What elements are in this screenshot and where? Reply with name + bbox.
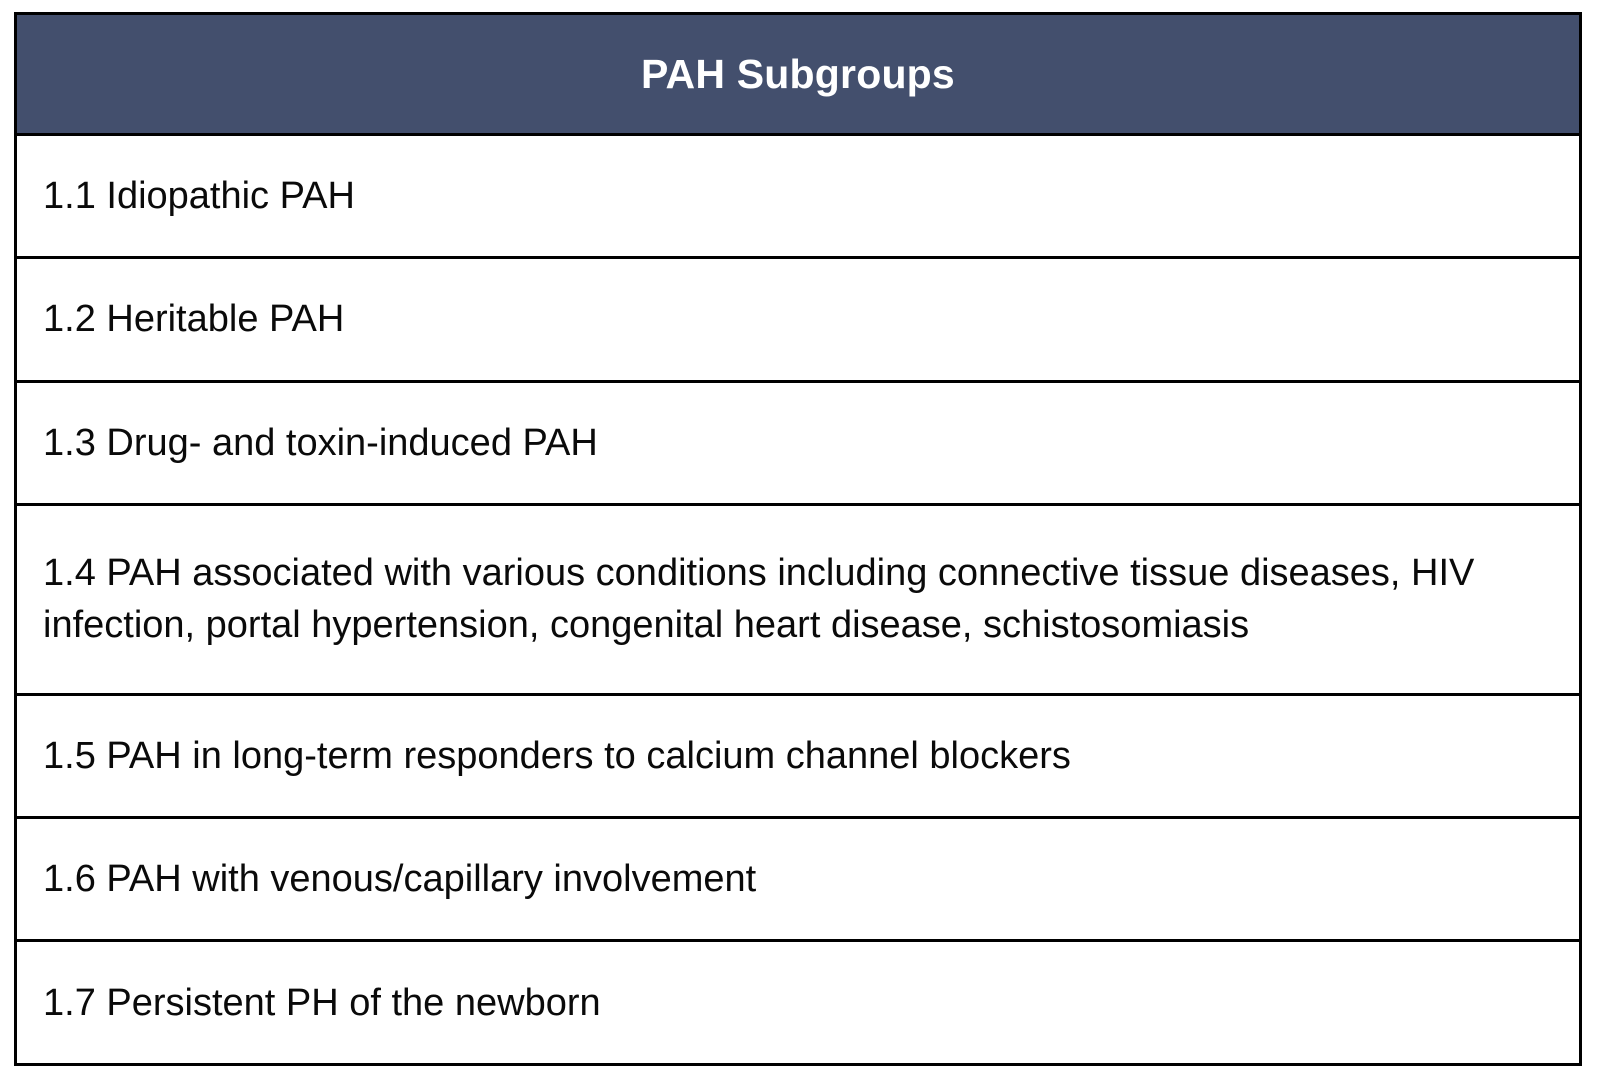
pah-subgroups-table: PAH Subgroups 1.1 Idiopathic PAH 1.2 Her… (14, 12, 1582, 1066)
subgroup-cell-1-3: 1.3 Drug- and toxin-induced PAH (14, 379, 1582, 507)
table-header-row: PAH Subgroups (14, 12, 1582, 136)
table-row: 1.6 PAH with venous/capillary involvemen… (14, 816, 1582, 943)
subgroup-cell-1-7: 1.7 Persistent PH of the newborn (14, 939, 1582, 1066)
subgroup-cell-1-5: 1.5 PAH in long-term responders to calci… (14, 692, 1582, 820)
table-row: 1.7 Persistent PH of the newborn (14, 939, 1582, 1066)
table-row: 1.2 Heritable PAH (14, 256, 1582, 383)
subgroup-cell-1-6: 1.6 PAH with venous/capillary involvemen… (14, 816, 1582, 943)
table-row: 1.5 PAH in long-term responders to calci… (14, 692, 1582, 820)
table-row: 1.4 PAH associated with various conditio… (14, 503, 1582, 696)
subgroup-cell-1-1: 1.1 Idiopathic PAH (14, 132, 1582, 260)
table-body: 1.1 Idiopathic PAH 1.2 Heritable PAH 1.3… (14, 132, 1582, 1066)
table-header: PAH Subgroups (14, 12, 1582, 136)
table-row: 1.1 Idiopathic PAH (14, 132, 1582, 260)
table-title: PAH Subgroups (14, 12, 1582, 136)
subgroup-cell-1-2: 1.2 Heritable PAH (14, 256, 1582, 383)
table-row: 1.3 Drug- and toxin-induced PAH (14, 379, 1582, 507)
pah-subgroups-table-container: PAH Subgroups 1.1 Idiopathic PAH 1.2 Her… (14, 12, 1582, 1066)
subgroup-cell-1-4: 1.4 PAH associated with various conditio… (14, 503, 1582, 696)
